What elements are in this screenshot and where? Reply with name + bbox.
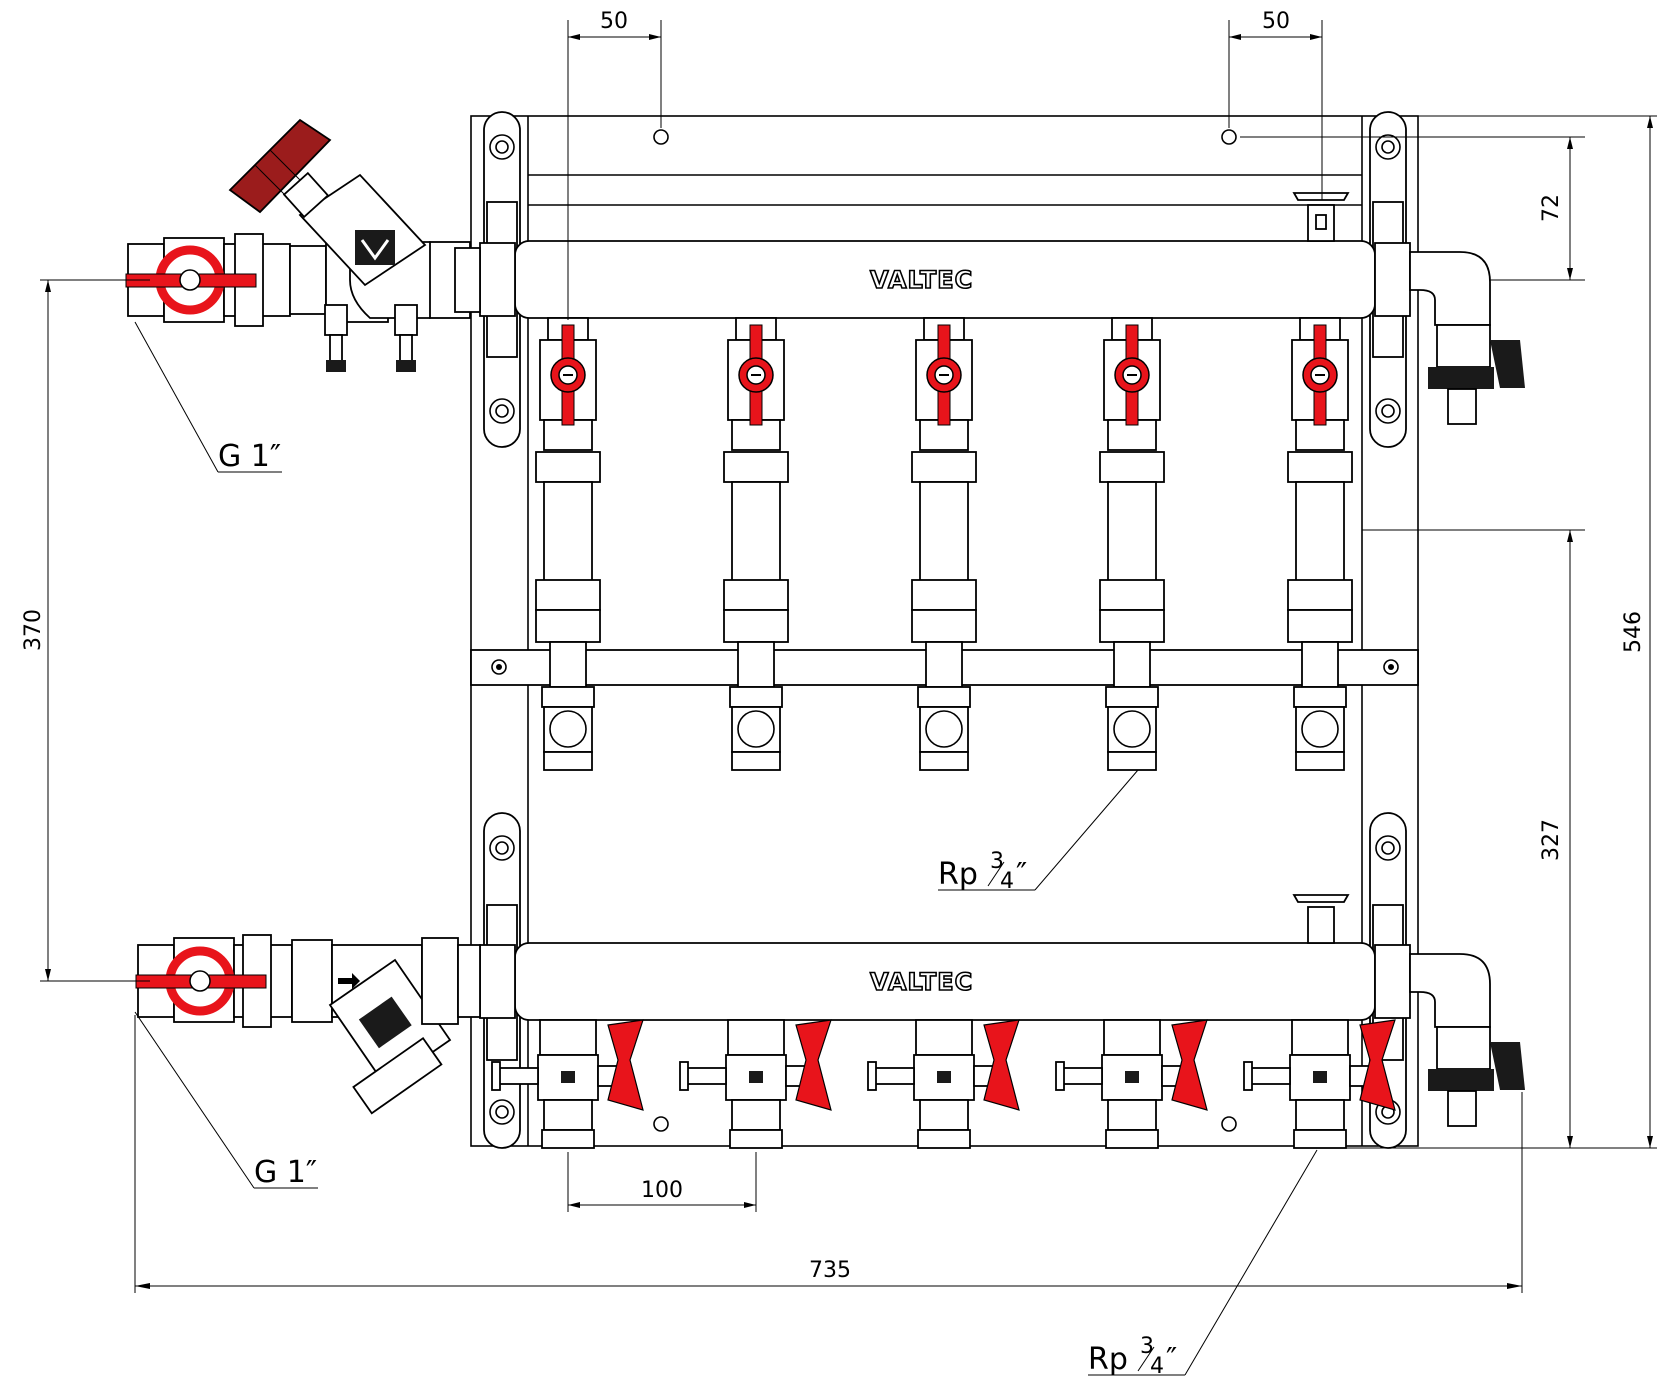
return-outlet — [867, 1019, 1020, 1149]
dimension-right-327: 327 — [1335, 529, 1585, 1149]
supply-outlets — [535, 317, 1353, 771]
dimension-top-right: 50 — [1228, 9, 1323, 200]
supply-manifold: VALTEC — [479, 192, 1411, 319]
dimension-outlet-spacing: 100 — [567, 1152, 757, 1212]
svg-text:327: 327 — [1539, 819, 1564, 861]
svg-text:4: 4 — [1150, 1354, 1164, 1379]
return-outlets — [491, 1019, 1396, 1149]
drain-assembly-top — [1409, 251, 1525, 425]
dimension-right-546: 546 — [1418, 115, 1657, 1149]
svg-text:Rp: Rp — [938, 857, 978, 892]
callout-outlet-top: Rp 3 4 ″ — [938, 769, 1139, 894]
return-outlet — [1055, 1019, 1208, 1149]
supply-outlet — [535, 317, 601, 771]
svg-text:″: ″ — [1016, 857, 1027, 892]
svg-text:370: 370 — [21, 609, 46, 651]
supply-outlet — [1099, 317, 1165, 771]
outlet-butterfly-handle-icon[interactable] — [1171, 1019, 1208, 1111]
svg-text:G 1″: G 1″ — [254, 1155, 317, 1190]
outlet-butterfly-handle-icon[interactable] — [983, 1019, 1020, 1111]
svg-text:4: 4 — [1000, 869, 1014, 894]
svg-text:50: 50 — [600, 9, 628, 34]
dimension-left-height: 370 — [21, 279, 150, 982]
return-outlet — [491, 1019, 644, 1149]
dimension-total-width: 735 — [134, 1015, 1523, 1293]
supply-outlet — [911, 317, 977, 771]
svg-text:50: 50 — [1262, 9, 1290, 34]
supply-outlet — [1287, 317, 1353, 771]
svg-text:100: 100 — [641, 1178, 683, 1203]
return-manifold: VALTEC — [479, 894, 1411, 1021]
callout-outlet-bottom: Rp 3 4 ″ — [1088, 1149, 1318, 1379]
valtec-logo-bottom: VALTEC — [870, 968, 973, 996]
return-outlet — [679, 1019, 832, 1149]
inlet-assembly-bottom — [135, 934, 481, 1115]
dimension-top-left: 50 — [567, 9, 662, 320]
valtec-logo-top: VALTEC — [870, 266, 973, 294]
inlet-assembly-top — [125, 118, 481, 372]
return-outlet — [1243, 1019, 1396, 1149]
svg-text:72: 72 — [1539, 194, 1564, 222]
outlet-butterfly-handle-icon[interactable] — [607, 1019, 644, 1111]
svg-text:Rp: Rp — [1088, 1342, 1128, 1377]
svg-text:735: 735 — [809, 1258, 851, 1283]
callout-inlet-bottom: G 1″ — [134, 1011, 318, 1190]
outlet-butterfly-handle-icon[interactable] — [1359, 1019, 1396, 1111]
callout-inlet-top: G 1″ — [134, 321, 282, 474]
svg-text:″: ″ — [1166, 1342, 1177, 1377]
drain-assembly-bottom — [1409, 953, 1525, 1127]
outlet-butterfly-handle-icon[interactable] — [795, 1019, 832, 1111]
svg-text:G 1″: G 1″ — [218, 439, 281, 474]
supply-outlet — [723, 317, 789, 771]
balancing-handle-icon[interactable] — [228, 118, 332, 214]
dimension-right-72: 72 — [1240, 136, 1585, 281]
svg-text:546: 546 — [1621, 611, 1646, 653]
